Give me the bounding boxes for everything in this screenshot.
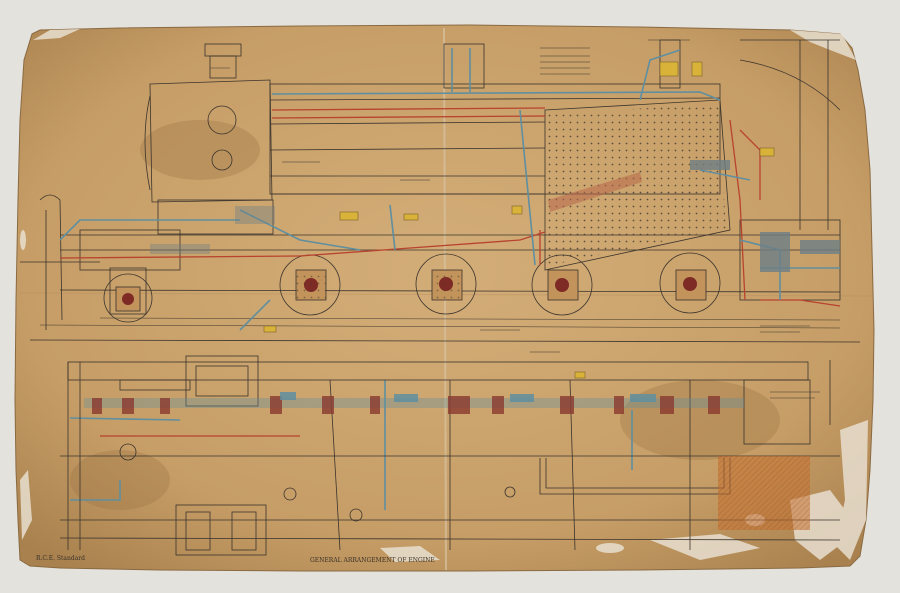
annotation-lettering — [210, 39, 820, 399]
plan-view — [59, 355, 841, 556]
plan-blocks — [92, 396, 720, 414]
brass-fittings — [263, 61, 775, 379]
firebox-stays — [547, 104, 726, 266]
sheet-note: R.C.E. Standard — [36, 555, 85, 562]
steam-pipes — [59, 48, 840, 510]
axle-boxes — [115, 269, 707, 312]
drawing-title: GENERAL ARRANGEMENT OF ENGINE — [310, 557, 435, 564]
valve-gear — [150, 160, 840, 272]
plan-frame-rail — [84, 398, 744, 408]
copper-pipes — [59, 107, 841, 437]
